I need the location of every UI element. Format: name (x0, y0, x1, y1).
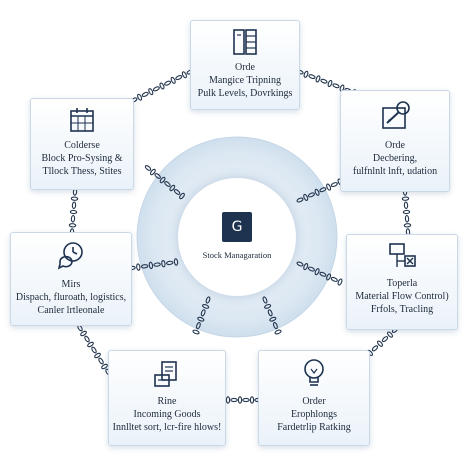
clipboard-icon (154, 361, 177, 387)
chain-outer (225, 396, 262, 404)
node-top-left-line: Block Pro-Sysing & (41, 153, 123, 164)
chain-outer (401, 188, 412, 236)
node-right-line: Frfols, Tracling (370, 304, 434, 315)
node-top-line: Mangice Tripning (209, 75, 281, 86)
node-left-title: Mirs (61, 279, 81, 290)
node-top-title: Orde (235, 62, 255, 73)
node-bottom-left: Rine Incoming Goods Innlltet sort, lcr-f… (108, 350, 226, 446)
chain-inner (296, 178, 343, 203)
node-bottom-right-line: Erophlongs (290, 409, 338, 420)
node-bottom-left-line: Innlltet sort, lcr-fire hlows! (112, 422, 222, 433)
node-bottom-right-title: Order (302, 396, 326, 407)
calendar-icon (70, 108, 94, 132)
hub: G Stock Managaration (178, 178, 296, 296)
node-top: Orde Mangice Tripning Pulk Levels, Dovrk… (190, 20, 300, 110)
lightbulb-icon (304, 359, 324, 386)
node-bottom-right-line: Fardetrlip Ratking (277, 422, 351, 433)
node-right-line: Material Flow Control) (355, 291, 449, 302)
chain-inner (128, 258, 179, 271)
chain-inner (192, 296, 211, 335)
chain-inner (144, 165, 185, 200)
chain-inner (262, 296, 282, 335)
node-top-right-title: Orde (385, 140, 405, 151)
node-right-title: Toperla (386, 278, 418, 289)
connector-chains (68, 69, 412, 404)
node-top-right: Orde Decbering, fulfnlnlt lnft, udation (340, 90, 450, 192)
node-top-left-title: Colderse (64, 140, 100, 151)
node-top-right-line: fulfnlnlt lnft, udation (352, 166, 438, 177)
hub-label: Stock Managaration (202, 250, 272, 260)
node-bottom-right: Order Erophlongs Fardetrlip Ratking (258, 350, 370, 446)
node-bottom-left-title: Rine (157, 396, 177, 407)
node-top-line: Pulk Levels, Dovrkings (197, 88, 293, 99)
node-left: Mirs Dispach, fluroath, logistics, Canle… (10, 232, 132, 326)
clock-chat-icon (57, 242, 83, 270)
edit-document-icon (382, 101, 410, 129)
node-left-line: Canler lrtleonale (37, 305, 105, 316)
chain-outer (130, 69, 194, 103)
node-right: Toperla Material Flow Control) Frfols, T… (346, 234, 458, 330)
node-left-line: Dispach, fluroath, logistics, (15, 292, 127, 303)
node-top-left-line: Tllock Thess, Stites (42, 166, 122, 177)
server-rack-icon (233, 29, 257, 55)
chain-outer (77, 324, 111, 376)
hub-logo: G (222, 212, 252, 242)
flowchart-icon (389, 243, 416, 267)
node-top-right-line: Decbering, (372, 153, 418, 164)
node-bottom-left-line: Incoming Goods (133, 409, 201, 420)
chain-inner (296, 261, 343, 286)
node-top-left: Colderse Block Pro-Sysing & Tllock Thess… (30, 98, 134, 190)
chain-outer (68, 188, 79, 236)
